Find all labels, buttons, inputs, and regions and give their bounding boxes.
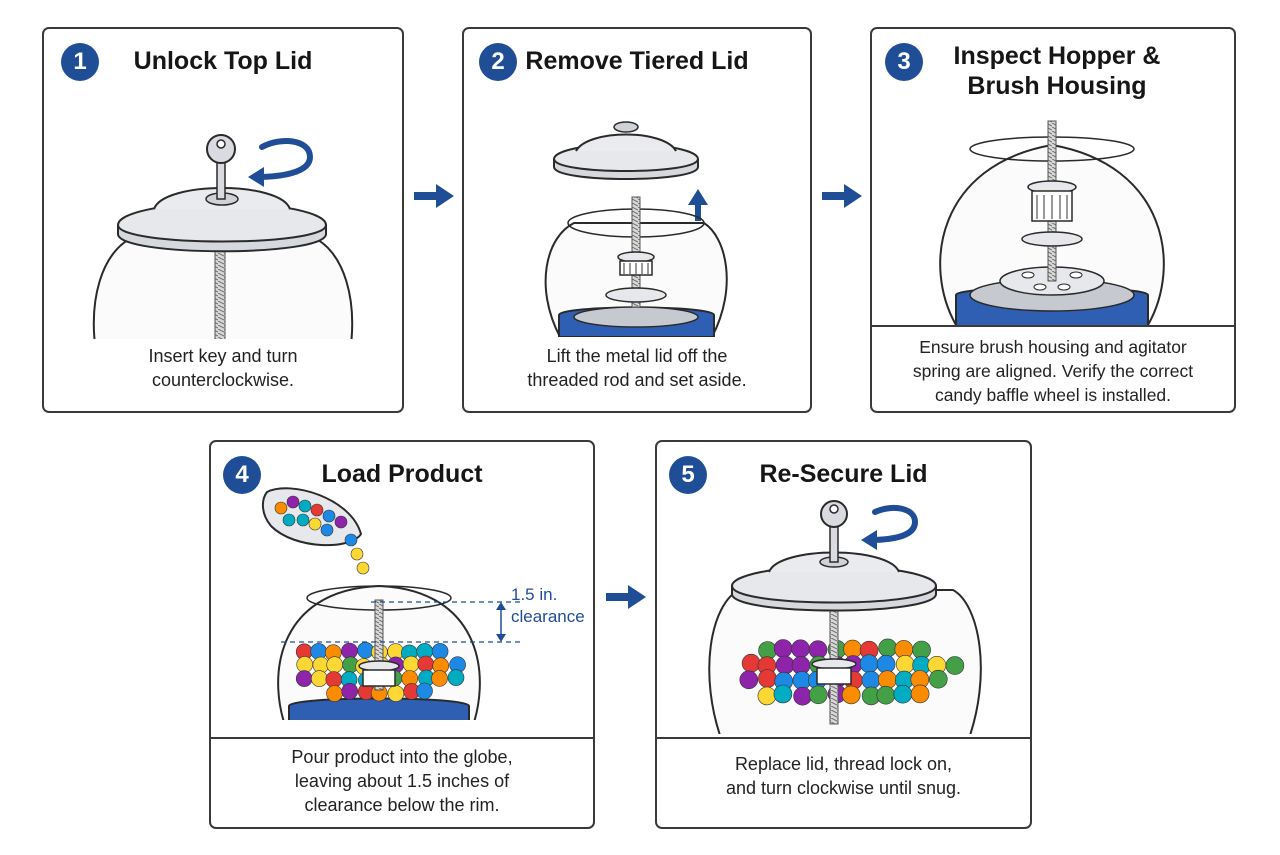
- step-number-badge: 3: [885, 43, 923, 81]
- candy-piece: [431, 670, 448, 687]
- step-number-badge: 2: [479, 43, 517, 81]
- step-number-badge: 5: [669, 456, 707, 494]
- clearance-label: 1.5 in. clearance: [511, 585, 585, 626]
- candy-piece: [387, 685, 405, 702]
- hopper-inspection-illustration: [939, 120, 1165, 325]
- candy-piece: [295, 670, 313, 687]
- key-icon: [820, 500, 848, 563]
- step-number-badge: 4: [223, 456, 261, 494]
- candy-piece: [758, 669, 777, 688]
- candy-piece: [876, 685, 896, 705]
- candy-piece: [431, 643, 449, 660]
- step-title: Remove Tiered Lid: [525, 47, 749, 75]
- step-caption: Lift the metal lid off the threaded rod …: [527, 346, 747, 390]
- candy-piece: [773, 684, 793, 704]
- candy-piece: [775, 655, 795, 675]
- candy-fill: [739, 638, 965, 706]
- right-arrow-icon: [822, 184, 862, 208]
- candy-piece: [344, 533, 358, 547]
- candy-piece: [341, 683, 358, 700]
- candy-piece: [311, 670, 328, 687]
- rotate-arrow-icon: [248, 138, 314, 187]
- candy-piece: [402, 655, 420, 673]
- candy-piece: [416, 682, 433, 700]
- step-panel-3: 3 Inspect Hopper & Brush Housing Ensure …: [870, 27, 1236, 413]
- step-title: Re-Secure Lid: [759, 460, 928, 488]
- step-caption: Ensure brush housing and agitator spring…: [912, 337, 1194, 405]
- candy-piece: [310, 643, 327, 660]
- candy-piece: [326, 656, 343, 673]
- step-caption: Insert key and turn counterclockwise.: [148, 346, 298, 390]
- candy-piece: [356, 561, 370, 575]
- candy-piece: [286, 495, 300, 509]
- candy-piece: [739, 670, 759, 690]
- candy-piece: [417, 655, 434, 673]
- candy-piece: [322, 509, 336, 523]
- candy-piece: [757, 686, 777, 706]
- candy-piece: [791, 639, 810, 659]
- candy-piece: [320, 523, 334, 537]
- candy-piece: [350, 547, 364, 561]
- step-title: Inspect Hopper & Brush Housing: [953, 42, 1161, 100]
- load-product-illustration: [261, 487, 521, 720]
- candy-piece: [310, 503, 324, 517]
- caption-divider: [872, 325, 1234, 327]
- candy-piece: [296, 656, 313, 673]
- unlock-lid-illustration: [92, 134, 354, 339]
- step-caption: Pour product into the globe, leaving abo…: [291, 747, 513, 815]
- candy-piece: [878, 670, 897, 689]
- candy-piece: [809, 685, 828, 705]
- candy-piece: [773, 639, 793, 658]
- step-number-badge: 1: [61, 43, 99, 81]
- step-panel-2: 2 Remove Tiered Lid Lift the metal lid o…: [462, 27, 812, 413]
- up-arrow-icon: [688, 189, 708, 221]
- candy-piece: [326, 685, 343, 702]
- candy-piece: [274, 501, 288, 515]
- candy-piece: [893, 684, 913, 704]
- step-title: Unlock Top Lid: [133, 47, 313, 75]
- resecure-lid-illustration: [708, 500, 982, 734]
- rotate-arrow-icon: [861, 504, 919, 550]
- candy-piece: [895, 655, 915, 674]
- step-title: Load Product: [321, 460, 483, 488]
- candy-piece: [334, 515, 348, 529]
- candy-piece: [741, 653, 761, 673]
- candy-piece: [308, 517, 322, 531]
- candy-piece: [447, 669, 465, 686]
- candy-piece: [325, 671, 343, 688]
- right-arrow-icon: [414, 184, 454, 208]
- step-caption: Replace lid, thread lock on, and turn cl…: [725, 754, 962, 798]
- step-panel-4: 4 Load Product 1.5 in. clearance Pour pr…: [209, 440, 595, 829]
- candy-piece: [793, 686, 812, 706]
- right-arrow-icon: [606, 585, 646, 609]
- key-icon: [206, 134, 236, 200]
- caption-divider: [657, 737, 1030, 739]
- candy-piece: [945, 656, 965, 675]
- candy-piece: [859, 654, 879, 673]
- candy-piece: [298, 499, 312, 513]
- candy-piece: [928, 669, 948, 689]
- remove-lid-illustration: [544, 121, 728, 337]
- step-panel-5: 5 Re-Secure Lid Replace lid, thread lock…: [655, 440, 1032, 829]
- candy-piece: [282, 513, 296, 527]
- candy-piece: [841, 685, 861, 705]
- caption-divider: [211, 737, 593, 739]
- candy-piece: [861, 670, 881, 690]
- candy-piece: [878, 638, 897, 658]
- step-panel-1: 1 Unlock Top Lid Insert key and turn cou…: [42, 27, 404, 413]
- candy-piece: [910, 684, 930, 704]
- candy-piece: [296, 513, 310, 527]
- candy-piece: [357, 642, 374, 659]
